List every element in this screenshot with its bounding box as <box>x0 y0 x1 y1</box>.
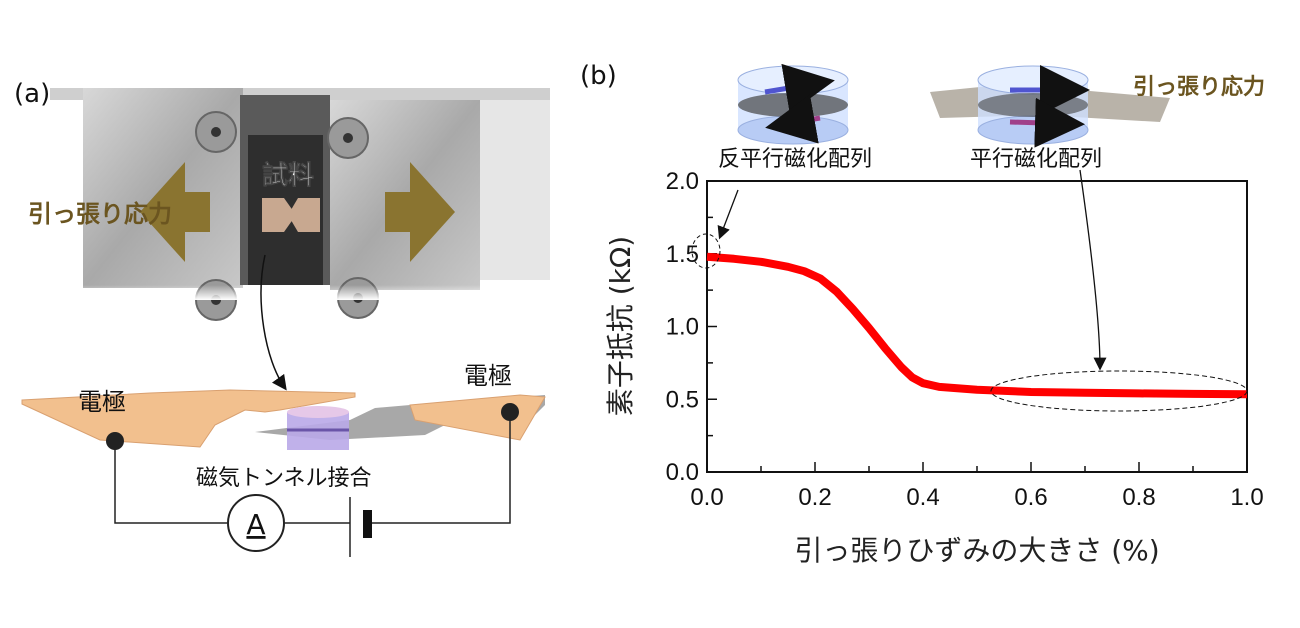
x-tick-label: 1.0 <box>1230 484 1263 511</box>
resistance-curve <box>706 252 1248 399</box>
stress-label-b: 引っ張り応力 <box>1133 74 1265 100</box>
ammeter-symbol: A <box>246 508 265 541</box>
stress-label-a: 引っ張り応力 <box>28 200 172 228</box>
left-electrode <box>21 389 356 448</box>
panel-b-label: (b) <box>580 61 617 91</box>
y-axis: 0.0 0.5 1.0 1.5 2.0 <box>666 168 717 486</box>
y-axis-label: 素子抵抗 (kΩ) <box>604 236 637 416</box>
electrode-left-label: 電極 <box>78 388 126 416</box>
x-tick-label: 0.2 <box>798 484 831 511</box>
parallel-label: 平行磁化配列 <box>970 147 1102 172</box>
y-tick-label: 0.5 <box>666 386 699 413</box>
battery-short-plate <box>363 510 372 538</box>
x-tick-label: 0.4 <box>906 484 939 511</box>
zoom-arrow <box>260 254 287 391</box>
right-stress-arrow-icon <box>385 162 455 262</box>
parallel-highlight <box>990 370 1248 412</box>
x-axis-label: 引っ張りひずみの大きさ (%) <box>794 534 1159 567</box>
sample-right-pad <box>288 198 320 232</box>
resistance-chart: 0.0 0.2 0.4 0.6 0.8 1.0 0.0 0.5 1.0 1.5 2.0 引っ張りひ… <box>604 168 1264 567</box>
parallel-mtj-icon <box>930 65 1170 148</box>
mtj-device-schematic: A <box>21 389 546 557</box>
right-electrode <box>409 394 546 441</box>
y-tick-label: 0.0 <box>666 459 699 486</box>
antiparallel-label: 反平行磁化配列 <box>718 147 872 172</box>
sample-left-pad <box>262 198 296 232</box>
tensile-stage-photo <box>40 88 560 321</box>
antiparallel-pointer <box>717 189 739 240</box>
panel-a-label: (a) <box>14 79 50 109</box>
parallel-pointer <box>1079 169 1107 371</box>
ammeter-icon <box>227 494 285 552</box>
panel-a: (a) 引っ張り応力 試料 <box>14 79 560 557</box>
x-tick-label: 0.6 <box>1014 484 1047 511</box>
sample-label: 試料 <box>262 160 314 191</box>
circuit-wire <box>114 441 227 524</box>
x-tick-label: 0.0 <box>690 484 723 511</box>
mtj-label: 磁気トンネル接合 <box>196 466 372 491</box>
y-tick-label: 1.5 <box>666 241 699 268</box>
plot-frame <box>706 180 1248 473</box>
electrode-right-label: 電極 <box>464 362 512 390</box>
x-tick-label: 0.8 <box>1122 484 1155 511</box>
y-tick-label: 1.0 <box>666 314 699 341</box>
left-stress-arrow-icon <box>140 162 210 262</box>
antiparallel-highlight <box>691 233 721 269</box>
y-tick-label: 2.0 <box>666 168 699 195</box>
antiparallel-mtj-icon <box>737 63 849 145</box>
x-axis: 0.0 0.2 0.4 0.6 0.8 1.0 <box>690 462 1264 511</box>
